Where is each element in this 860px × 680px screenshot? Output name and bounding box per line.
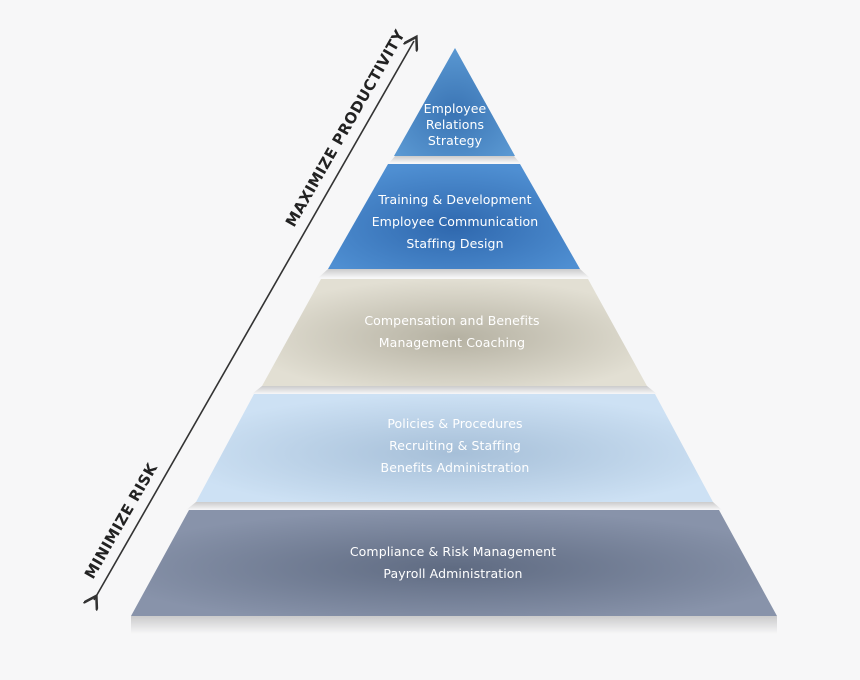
axis-arrow bbox=[94, 41, 414, 600]
tier-2-shadow bbox=[318, 269, 590, 278]
tier-1-line-2: Relations bbox=[426, 117, 484, 132]
tier-1-line-3: Strategy bbox=[428, 133, 483, 148]
tier-1-block bbox=[394, 48, 515, 156]
tier-1-line-1: Employee bbox=[424, 101, 487, 116]
tier-4-shadow bbox=[186, 502, 722, 510]
tier-4-line-1: Policies & Procedures bbox=[387, 416, 522, 431]
tier-5-line-2: Payroll Administration bbox=[383, 566, 522, 581]
tier-4-text: Policies & Procedures Recruiting & Staff… bbox=[381, 416, 530, 475]
tier-5-shadow bbox=[131, 616, 777, 634]
axis-bottom-label: MINIMIZE RISK bbox=[81, 459, 162, 582]
tier-2-line-2: Employee Communication bbox=[372, 214, 539, 229]
tier-1-text: Employee Relations Strategy bbox=[424, 101, 487, 148]
tier-4-line-3: Benefits Administration bbox=[381, 460, 530, 475]
tier-3-block bbox=[262, 279, 647, 386]
tier-2-line-3: Staffing Design bbox=[406, 236, 503, 251]
tier-5-line-1: Compliance & Risk Management bbox=[350, 544, 556, 559]
tier-4-line-2: Recruiting & Staffing bbox=[389, 438, 521, 453]
tier-5-block bbox=[131, 510, 777, 616]
tier-3-line-1: Compensation and Benefits bbox=[364, 313, 539, 328]
tier-1-shadow bbox=[389, 156, 520, 163]
tier-3-line-2: Management Coaching bbox=[379, 335, 525, 350]
tier-3-shadow bbox=[252, 386, 657, 394]
tier-2-line-1: Training & Development bbox=[377, 192, 531, 207]
